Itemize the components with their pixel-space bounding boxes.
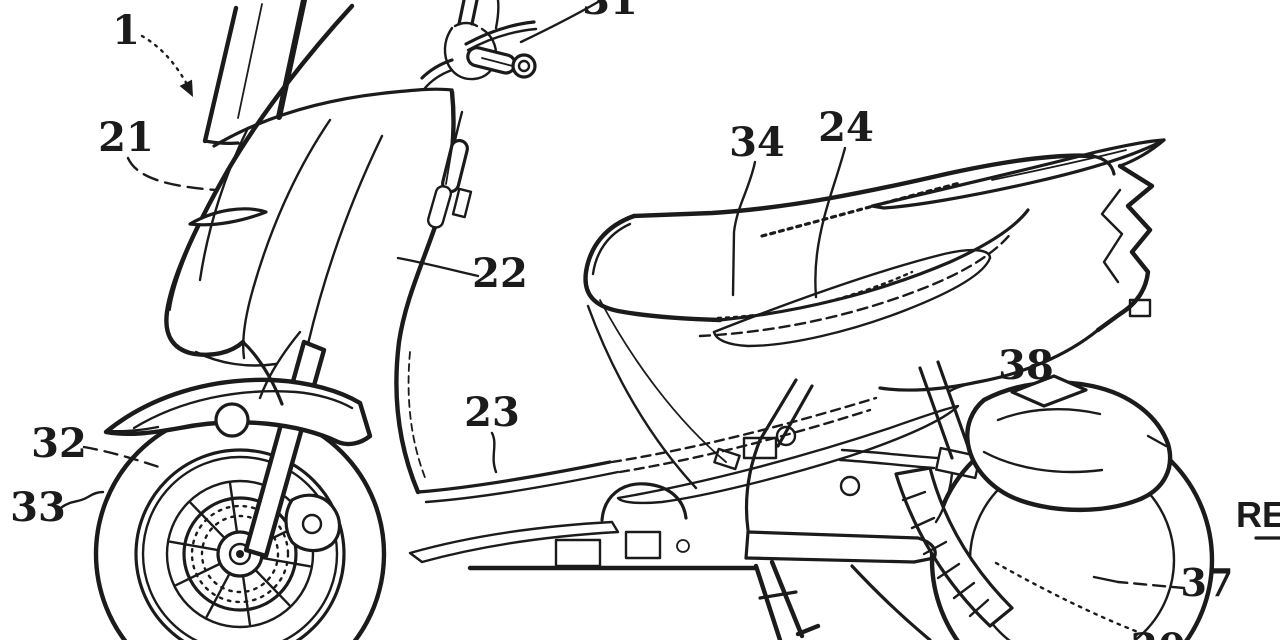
leader-38 [948,374,1006,393]
leader-33 [60,490,105,509]
ref-label-22: 22 [472,250,528,297]
ref-label-24: 24 [818,104,874,151]
frame-bolt [839,475,861,497]
brake-caliper [284,493,342,553]
ref-label-33: 33 [10,484,66,531]
ref-label-38: 38 [998,342,1054,389]
ref-label-21: 21 [98,114,154,161]
body-side-panels [586,299,960,505]
seat-top-edge [631,153,1095,219]
mirror-stalk [457,0,466,26]
muffler-cover [965,374,1173,513]
leader-32 [82,445,164,470]
windscreen-left-edge [202,5,239,144]
stand-lever [850,564,932,640]
reference-annotations: 1 21 22 23 24 31 32 33 34 37 38 30 RE [10,0,1280,640]
ref-label-31: 31 [582,0,638,24]
seat-piping [760,181,962,238]
front-tire-inner [134,448,346,640]
side-panel-top [718,208,1030,322]
handlebar [420,0,538,90]
ref-label-32: 32 [31,420,87,467]
center-stand [753,563,783,640]
tail-light-zigzag [1095,163,1155,333]
seat-bottom-seam [716,270,914,320]
leader-21 [126,156,218,192]
leader-31 [519,0,600,44]
ref-label-re: RE [1236,494,1280,535]
fairing-top-edge [212,87,454,148]
floor-edge [416,460,612,494]
ref-label-23: 23 [464,389,520,436]
leader-30 [994,561,1140,634]
seat [583,153,1116,323]
front-rim-inner [165,479,315,629]
engine-dome [600,482,688,522]
brake-hose [494,0,500,30]
seat-front-face [583,213,723,323]
fairing-rear-edge [394,89,456,495]
leader-34 [731,160,757,297]
floorboard-underbody [408,396,932,640]
pillion-bracket [742,436,778,460]
leader-24 [814,146,847,299]
ref-label-37: 37 [1181,560,1234,605]
ref-label-1: 1 [112,7,140,54]
floor-skirt [408,520,620,564]
front-turn-signal [426,138,473,229]
bar-end-weight [511,53,537,79]
brake-lever [464,20,536,46]
mudflap-hatching [901,490,990,618]
leader-1-arrowhead [179,79,193,97]
leader-23 [490,431,498,474]
ref-label-30: 30 [1130,625,1186,640]
leader-1 [140,34,191,90]
front-fender [103,377,373,447]
ref-label-34: 34 [729,119,785,166]
headlight-slit [188,207,268,227]
front-rim-outer [141,455,339,640]
rear-mudflap [894,466,1014,628]
rear-frame-suspension [744,360,982,564]
tail-spike [1118,138,1166,168]
steering-head [443,26,498,81]
fairing-front-edge [164,3,355,357]
front-brake-disc [182,496,298,612]
leader-22 [396,256,480,278]
fender-bolt [214,402,250,438]
floor-blade-trim [616,404,960,505]
leader-37 [1116,580,1186,590]
windscreen [202,0,307,145]
power-unit [746,530,920,540]
windscreen-right-edge [276,0,307,120]
